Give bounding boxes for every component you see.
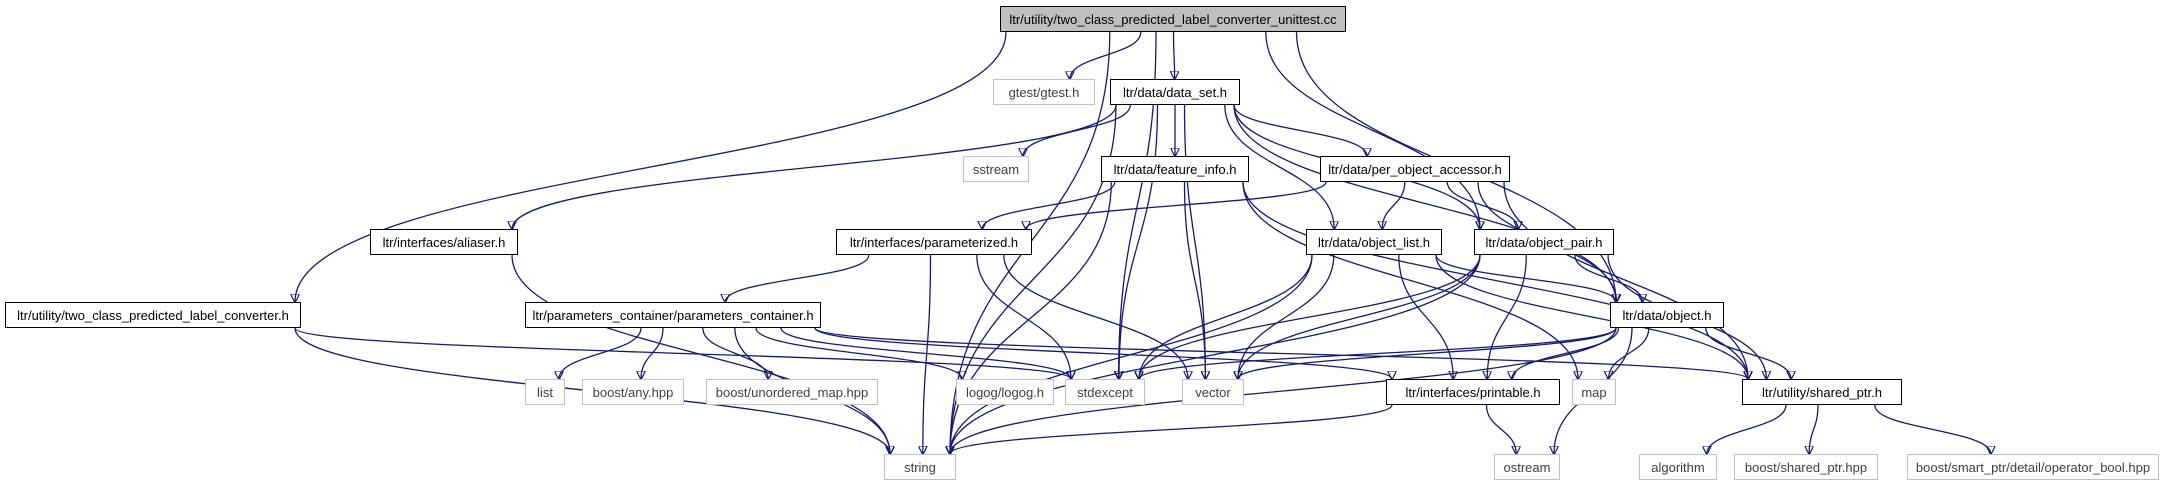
node-ostream: ostream (1494, 454, 1560, 480)
edge-per_object_accessor-to-shared_ptr (1503, 181, 1748, 379)
edge-shared_ptr-to-operator_bool (1874, 404, 1991, 454)
edge-object_list-to-stdexcept (1139, 254, 1313, 379)
edge-params_container-to-boost_unordered_map (702, 327, 768, 379)
node-shared-ptr-header[interactable]: ltr/utility/shared_ptr.h (1742, 379, 1902, 405)
edge-object-to-printable (1512, 327, 1620, 379)
edge-object_pair-to-object (1574, 254, 1643, 302)
edge-params_container-to-stdexcept (780, 327, 1071, 379)
edge-params_container-to-list (559, 327, 642, 379)
edge-object-to-map (1609, 327, 1650, 379)
edge-feature_info-to-parameterized (982, 181, 1116, 229)
edge-feature_info-to-shared_ptr (1242, 181, 1748, 379)
node-aliaser-header[interactable]: ltr/interfaces/aliaser.h (370, 229, 518, 255)
node-object-header[interactable]: ltr/data/object.h (1610, 302, 1724, 328)
edge-parameterized-to-stdexcept (976, 254, 1071, 379)
node-vector: vector (1182, 379, 1244, 405)
node-string: string (884, 454, 956, 480)
edge-data_set-to-stdexcept (1119, 104, 1159, 379)
node-object-pair-header[interactable]: ltr/data/object_pair.h (1474, 229, 1614, 255)
edge-object-to-stdexcept (1139, 327, 1617, 379)
edge-data_set-to-aliaser (512, 104, 1117, 229)
node-list: list (525, 379, 565, 405)
node-stdexcept: stdexcept (1065, 379, 1145, 405)
edge-printable-to-string (950, 404, 1393, 454)
edge-parameterized-to-vector (1003, 254, 1188, 379)
edge-object_list-to-shared_ptr (1435, 254, 1748, 379)
node-operator-bool: boost/smart_ptr/detail/operator_bool.hpp (1907, 454, 2159, 480)
edge-data_set-to-sstream (1023, 104, 1131, 156)
edge-parameterized-to-string (923, 254, 932, 454)
node-root-unittest: ltr/utility/two_class_predicted_label_co… (1000, 6, 1346, 32)
edge-object_list-to-object (1435, 254, 1616, 302)
edge-object_pair-to-vector (1238, 254, 1481, 379)
node-parameters-container-header[interactable]: ltr/parameters_container/parameters_cont… (525, 302, 821, 328)
edge-root-to-data_set (1174, 31, 1175, 79)
edge-params_container-to-logog (755, 327, 962, 379)
edge-shared_ptr-to-boost_shared_ptr (1809, 404, 1819, 454)
edge-converter-to-stdexcept (294, 327, 1071, 379)
edge-data_set-to-vector (1183, 104, 1206, 379)
node-boost-any: boost/any.hpp (582, 379, 684, 405)
node-per-object-accessor-header[interactable]: ltr/data/per_object_accessor.h (1320, 156, 1510, 182)
node-object-list-header[interactable]: ltr/data/object_list.h (1306, 229, 1442, 255)
node-parameterized-header[interactable]: ltr/interfaces/parameterized.h (836, 229, 1032, 255)
edge-object_pair-to-stdexcept (1139, 254, 1481, 379)
node-printable-header[interactable]: ltr/interfaces/printable.h (1386, 379, 1560, 405)
edge-object-to-vector (1238, 327, 1617, 379)
edge-params_container-to-printable (814, 327, 1392, 379)
edge-per_object_accessor-to-parameterized (1026, 181, 1327, 229)
node-sstream: sstream (963, 156, 1029, 182)
edge-object_pair-to-string (950, 254, 1481, 454)
edge-feature_info-to-map (1242, 181, 1578, 379)
edge-printable-to-ostream (1485, 404, 1517, 454)
node-algorithm: algorithm (1639, 454, 1717, 480)
edge-root-to-gtest (1070, 31, 1142, 79)
edge-params_container-to-boost_any (641, 327, 664, 379)
node-boost-unordered-map: boost/unordered_map.hpp (706, 379, 878, 405)
node-two-class-converter-header[interactable]: ltr/utility/two_class_predicted_label_co… (5, 302, 301, 328)
edge-parameterized-to-params_container (725, 254, 870, 302)
node-map: map (1572, 379, 1616, 405)
edge-feature_info-to-vector (1183, 181, 1206, 379)
edge-data_set-to-per_object_accessor (1233, 104, 1367, 156)
edge-data_set-to-object (1233, 104, 1616, 302)
edge-per_object_accessor-to-object_pair (1446, 181, 1518, 229)
node-feature-info-header[interactable]: ltr/data/feature_info.h (1101, 156, 1249, 182)
edge-object_list-to-vector (1238, 254, 1335, 379)
edge-feature_info-to-string (950, 181, 1112, 454)
node-data-set-header[interactable]: ltr/data/data_set.h (1110, 79, 1240, 105)
edge-object_list-to-printable (1398, 254, 1453, 379)
edge-shared_ptr-to-algorithm (1707, 404, 1787, 454)
edge-data_set-to-object_list (1224, 104, 1334, 229)
node-logog-header: logog/logog.h (956, 379, 1054, 405)
edge-root-to-converter (295, 31, 1007, 302)
edge-per_object_accessor-to-object_list (1382, 181, 1406, 229)
edge-params_container-to-shared_ptr (814, 327, 1748, 379)
node-gtest-header: gtest/gtest.h (993, 79, 1095, 105)
edge-object-to-shared_ptr (1705, 327, 1791, 379)
edge-object-to-string (950, 327, 1617, 454)
node-boost-shared-ptr: boost/shared_ptr.hpp (1734, 454, 1878, 480)
edge-root-to-object_pair (1265, 31, 1480, 229)
